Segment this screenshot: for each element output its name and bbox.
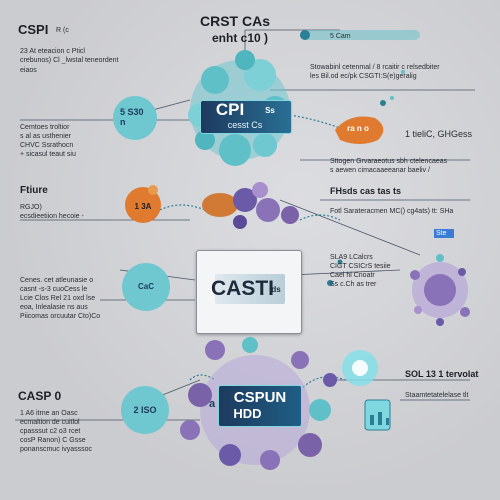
left-orange-node xyxy=(125,187,161,223)
top-callout: 5 Cam xyxy=(330,33,351,40)
cspun-sub: HDD xyxy=(233,405,262,421)
cast-plate xyxy=(215,274,285,304)
right-r4-line: Fotl Sarateracmen MC() cg4ats) tt: SHa xyxy=(330,208,454,215)
purple-burst-right xyxy=(410,254,470,326)
block3-title: Ftiure xyxy=(20,185,48,196)
orange-node-right xyxy=(335,116,384,144)
block4-line: Cenes. cet atleunasie o xyxy=(20,277,94,284)
connector-line xyxy=(289,269,401,276)
block5-line: cosP Ranon) C Gsse xyxy=(20,437,86,444)
wave-connector xyxy=(299,376,346,391)
block1-line: 23 At eteacion c Pticl xyxy=(20,48,85,55)
left-node-label: 5 S30 n xyxy=(120,107,144,127)
block2-line: Cemtoes troltior xyxy=(20,124,70,131)
right-r5-sub: Ss c.Ch as trer xyxy=(330,281,377,288)
cspun-panel xyxy=(218,385,302,427)
right-r4-title: FHsds cas tas ts xyxy=(330,186,402,196)
block5-title: CASP 0 xyxy=(18,389,62,403)
block5-line: cpasssut c2 o3 rcet xyxy=(20,428,81,435)
cspun-side: a xyxy=(208,398,216,410)
block4-line: casnt -s-3 cuoCess le xyxy=(20,286,88,293)
block2-line: s al as usthenier xyxy=(20,133,71,140)
connector-line xyxy=(279,199,421,256)
right-line: s aewen cimacaaeeanar baeliv / xyxy=(330,167,431,174)
left-teal-node xyxy=(113,96,157,140)
right-line: CIGT CSICrS tesiie xyxy=(330,263,391,270)
purple-cluster-mid xyxy=(202,182,299,229)
wave-connector xyxy=(159,204,206,211)
block3-line: RGJO) xyxy=(20,204,42,211)
right-line: Stowabinl cetenmal / 8 rcaitir c relsedb… xyxy=(310,64,440,71)
tube-cap xyxy=(300,30,310,40)
right-line: SLA9 LCalcrs xyxy=(330,254,373,261)
right-line: Cael hl Cnoatr xyxy=(330,272,375,279)
block5-line: 1 A6 itrne an Oasc xyxy=(20,410,78,417)
right-line: les Bil.od ec/pk CSGTI:S(e)geralig xyxy=(310,73,417,80)
right-line: Sttogen Grvaraeotus sbh ctelencaeas xyxy=(330,158,448,165)
left-teal-node-bottom xyxy=(121,386,169,434)
wave-connector xyxy=(289,114,346,131)
block1-line: crebunos) Cl _lwstal teneordent xyxy=(20,57,119,64)
block1-line: eiaos xyxy=(20,67,37,74)
blue-badge xyxy=(434,229,454,238)
right-r2: 1 tieliC, GHGess xyxy=(405,129,473,139)
cspun-label: CSPUN xyxy=(233,388,287,406)
left-teal-node-mid xyxy=(122,263,170,311)
block1-title: CSPI xyxy=(18,22,49,37)
cpi-panel xyxy=(200,100,292,134)
subtitle: enht c10 ) xyxy=(212,31,269,45)
block4-line: Lcie Clos Rel 21 oxd lse xyxy=(20,295,96,302)
block3-line: ecsdieetiion hecoie - xyxy=(20,213,84,220)
cpi-side: Ss xyxy=(265,105,275,115)
left-orange-label: 1 3A xyxy=(134,201,152,211)
right-r6-title: SOL 13 1 tervolat xyxy=(405,369,479,379)
teal-small-label: CaC xyxy=(137,281,154,291)
orange-node-label: ra n o xyxy=(347,123,369,133)
block5-line: ecmaltion de cuitlol xyxy=(20,419,80,426)
right-r6-line: Staamtetatelelase tlt xyxy=(405,392,469,399)
cpi-label: CPI xyxy=(215,100,245,119)
block2-line: + sicasul teaut siu xyxy=(20,151,76,158)
wave-connector xyxy=(299,214,341,221)
block1-title-suffix: R (c xyxy=(56,27,69,34)
left-teal-bottom-label: 2 ISO xyxy=(133,405,157,415)
device-icon xyxy=(364,399,391,431)
cast-label: CASTI xyxy=(211,277,274,300)
block4-line: Piicomas orcuutar Cto)Co xyxy=(20,313,101,320)
main-title: CRST CAs xyxy=(200,13,271,29)
block2-line: CHVC Ssrathocn xyxy=(20,142,74,149)
cast-sub: ds xyxy=(271,284,281,294)
block5-line: ponanscmuc ivyasssoc xyxy=(20,446,92,453)
top-tube xyxy=(300,30,420,40)
cpi-sub: cesst Cs xyxy=(227,120,263,130)
right-badge-label: Ste xyxy=(436,230,447,237)
block4-line: eoa, Inlealasie ns aus xyxy=(20,304,88,311)
